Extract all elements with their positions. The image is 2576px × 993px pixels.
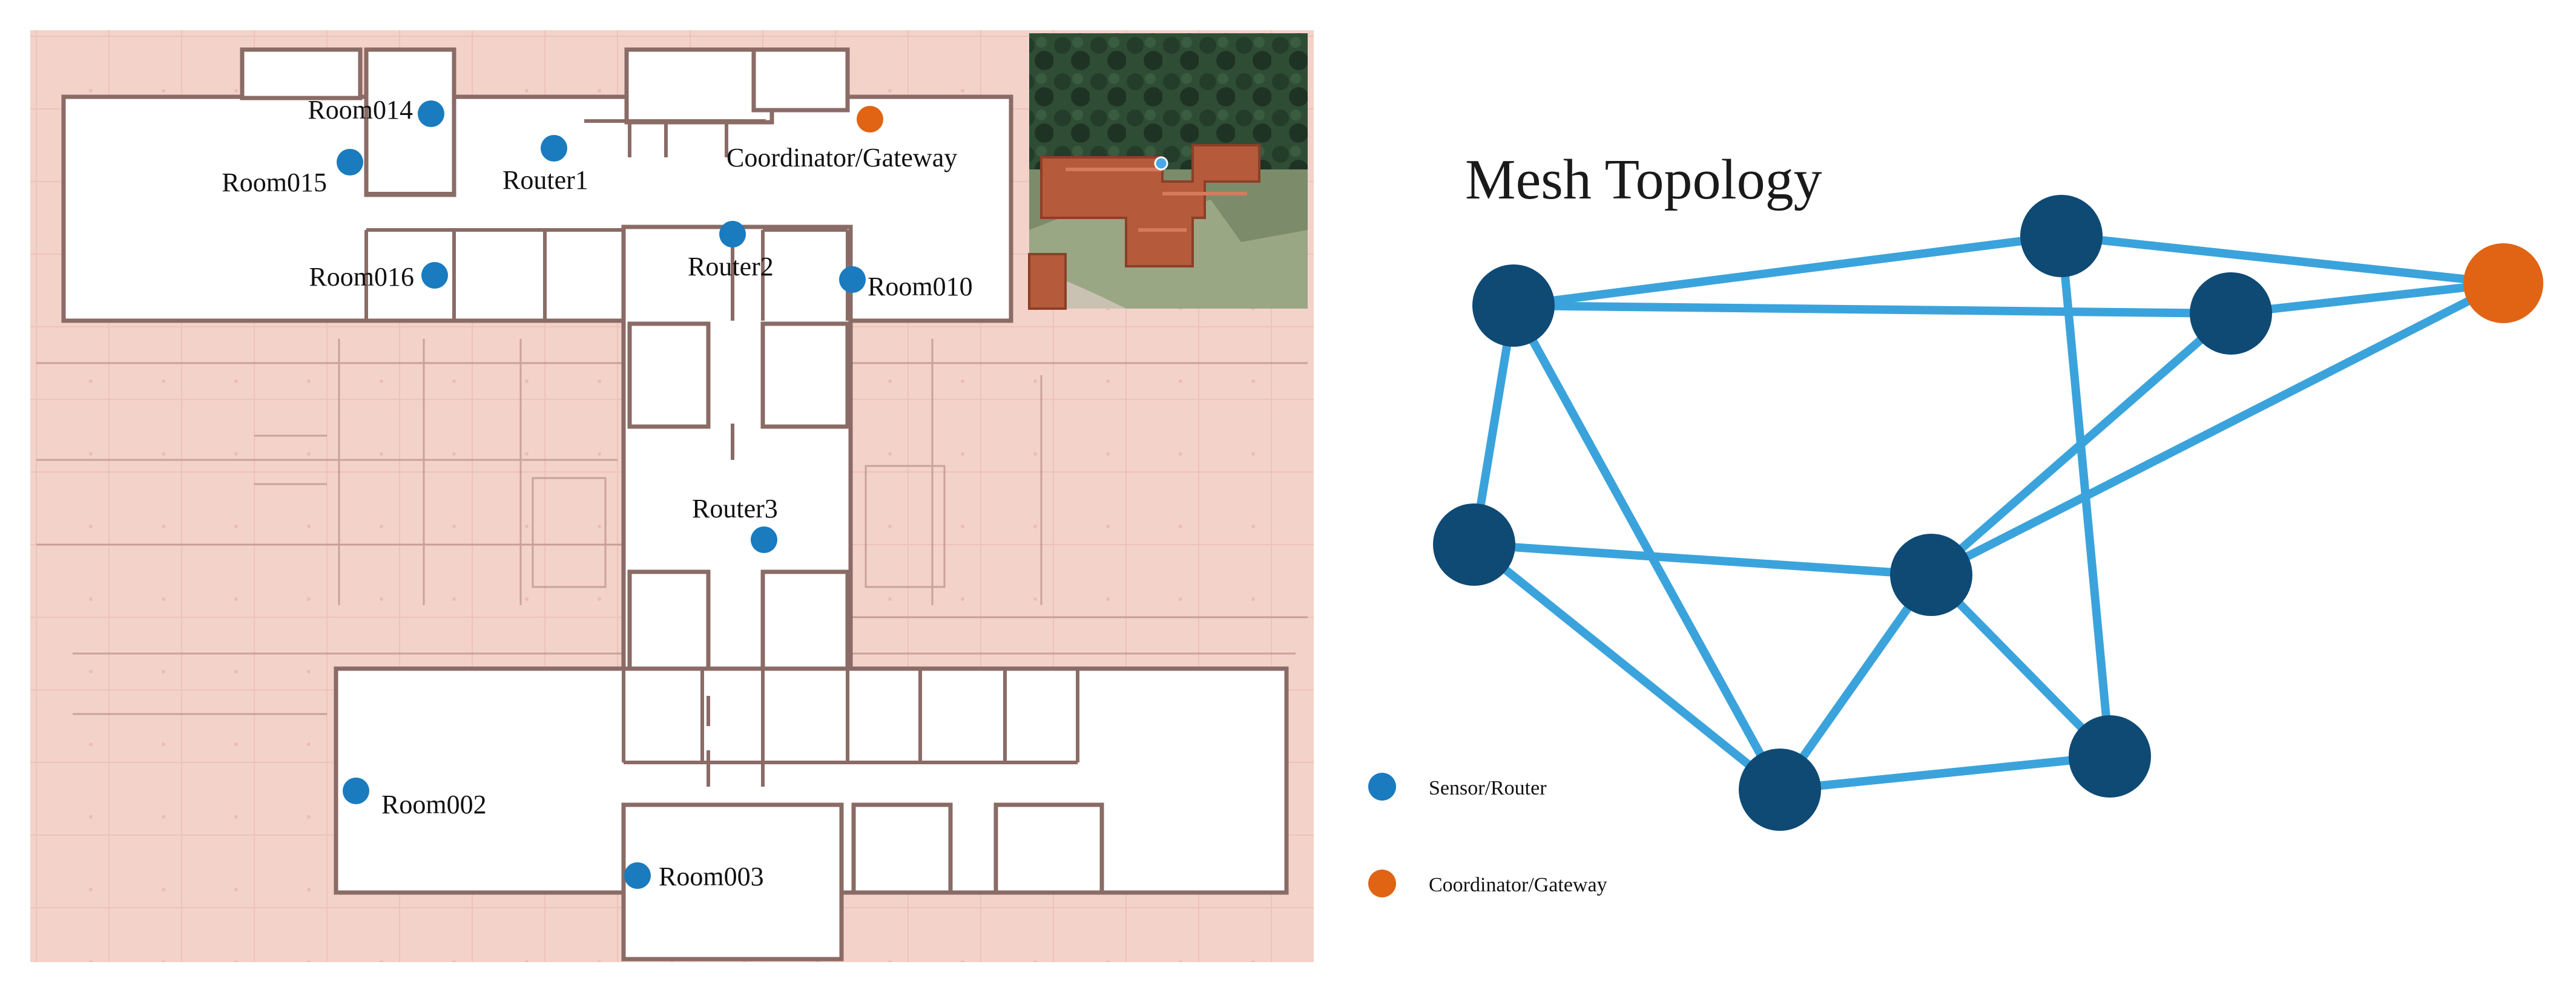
topology-sensor-node-n8: [2069, 715, 2151, 798]
gateway-dot: [857, 106, 883, 133]
topology-edge-n7-n8: [1776, 752, 2114, 794]
plan-node-label: Router3: [692, 494, 778, 523]
topology-panel: Mesh Topology: [1433, 148, 2543, 831]
topology-gateway-node: [2463, 243, 2543, 323]
topology-edge-n2-gw: [2057, 232, 2508, 287]
topology-sensor-node-n5: [1890, 534, 1972, 616]
topology-edge-n4-n7: [1470, 540, 1784, 794]
satellite-inset: [1028, 33, 1308, 310]
legend-label: Coordinator/Gateway: [1429, 874, 1607, 896]
topology-sensor-node-n3: [2190, 272, 2272, 355]
plan-node-router3: Router3: [692, 494, 778, 553]
topology-edge-layer: [1470, 232, 2508, 794]
sensor-dot: [421, 262, 448, 289]
sensor-dot: [719, 221, 746, 247]
plan-node-label: Room015: [222, 168, 327, 197]
plan-node-room015: Room015: [222, 149, 363, 197]
topology-edge-n3-n5: [1927, 309, 2235, 579]
topology-edge-n4-n5: [1470, 540, 1935, 579]
plan-node-router1: Router1: [502, 135, 588, 195]
topology-edge-n5-n7: [1776, 571, 1935, 794]
legend-label: Sensor/Router: [1429, 777, 1547, 799]
sensor-dot: [751, 526, 777, 553]
topology-title: Mesh Topology: [1465, 148, 1822, 211]
plan-node-label: Router2: [688, 252, 774, 281]
plan-node-label: Room003: [659, 862, 764, 891]
legend-swatch: [1368, 870, 1396, 897]
sensor-dot: [337, 149, 363, 175]
sensor-dot: [541, 135, 567, 162]
legend-item-gateway: Coordinator/Gateway: [1368, 870, 1607, 897]
sensor-dot: [418, 100, 444, 127]
sensor-dot: [624, 862, 651, 889]
plan-node-room003: Room003: [624, 862, 764, 891]
topology-sensor-node-n2: [2020, 195, 2103, 277]
plan-node-label: Room014: [308, 95, 413, 125]
plan-node-label: Coordinator/Gateway: [726, 143, 957, 172]
topology-sensor-node-n7: [1739, 749, 1821, 831]
legend-item-sensor: Sensor/Router: [1368, 773, 1547, 801]
topology-edge-n1-n3: [1509, 301, 2235, 318]
plan-node-label: Router1: [502, 165, 588, 195]
plan-rooms: [61, 47, 1289, 962]
topology-sensor-node-n1: [1472, 264, 1555, 347]
sensor-dot: [839, 266, 866, 293]
topology-edge-n1-n2: [1509, 232, 2066, 310]
topology-edge-n1-n7: [1509, 301, 1784, 794]
plan-drafting-lines: [36, 339, 1308, 715]
plan-node-room014: Room014: [308, 95, 444, 127]
topology-edge-n5-n8: [1927, 571, 2114, 761]
plan-node-room002: Room002: [343, 778, 487, 819]
legend-swatch: [1368, 773, 1396, 801]
plan-partitions: [364, 97, 1079, 787]
plan-node-gateway: Coordinator/Gateway: [726, 106, 957, 172]
topology-edge-n3-gw: [2227, 279, 2508, 318]
plan-node-router2: Router2: [688, 221, 774, 281]
topology-node-layer: [1433, 195, 2543, 831]
plan-node-room016: Room016: [309, 262, 448, 292]
satellite-location-marker: [1154, 156, 1168, 171]
plan-node-room010: Room010: [839, 266, 973, 301]
plan-node-label: Room010: [868, 272, 973, 301]
sensor-dot: [343, 778, 369, 804]
topology-edge-n5-gw: [1927, 279, 2508, 579]
plan-node-label: Room016: [309, 262, 414, 292]
topology-sensor-node-n4: [1433, 503, 1515, 586]
plan-node-label: Room002: [381, 790, 487, 819]
